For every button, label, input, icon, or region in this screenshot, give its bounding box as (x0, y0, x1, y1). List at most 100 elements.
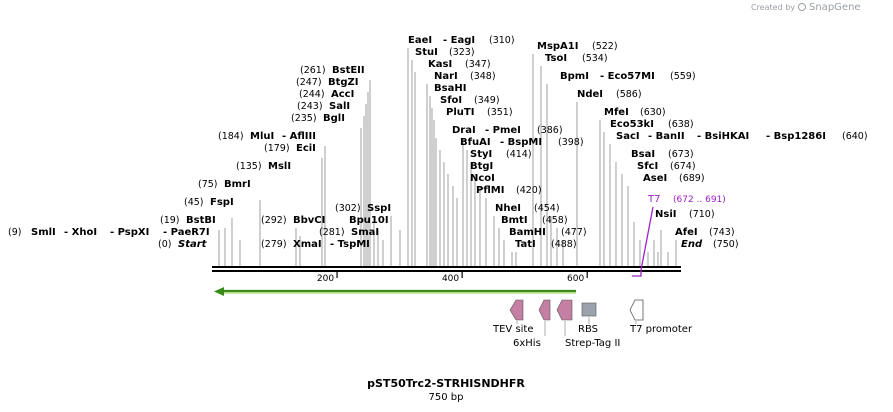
restriction-enzyme-label[interactable]: - BanII (648, 131, 685, 142)
restriction-enzyme-label[interactable]: BtgI (470, 161, 493, 172)
restriction-enzyme-label[interactable]: SfoI (440, 95, 462, 106)
restriction-enzyme-label[interactable]: BamHI (509, 227, 546, 238)
restriction-enzyme-label[interactable]: BstEII (332, 65, 365, 76)
cut-position-label: (586) (616, 89, 642, 100)
cut-position-label: (689) (679, 173, 705, 184)
restriction-enzyme-label[interactable]: NdeI (577, 89, 603, 100)
snapgene-logo-icon (798, 3, 806, 11)
cut-position-label: (302) (335, 203, 361, 214)
restriction-enzyme-label[interactable]: - XhoI (64, 227, 97, 238)
restriction-enzyme-label[interactable]: BglI (323, 113, 345, 124)
restriction-enzyme-label[interactable]: BmrI (224, 179, 251, 190)
restriction-enzyme-label[interactable]: - BspMI (500, 137, 542, 148)
restriction-enzyme-label[interactable]: SfcI (637, 161, 658, 172)
feature-label-tev-site: TEV site (492, 324, 534, 335)
restriction-enzyme-label[interactable]: NcoI (470, 173, 495, 184)
restriction-enzyme-label[interactable]: MluI (250, 131, 274, 142)
restriction-enzyme-label[interactable]: BbvCI (293, 215, 325, 226)
restriction-enzyme-label[interactable]: TsoI (545, 53, 567, 64)
restriction-enzyme-label[interactable]: BsaHI (434, 83, 466, 94)
t7-primer-marker[interactable] (632, 206, 654, 277)
restriction-enzyme-label[interactable]: FspI (210, 197, 234, 208)
cut-position-label: (559) (670, 71, 696, 82)
feature-t7-promoter[interactable] (629, 299, 644, 324)
restriction-enzyme-label[interactable]: BmtI (501, 215, 528, 226)
cut-position-label: (247) (296, 77, 322, 88)
restriction-enzyme-label[interactable]: MspA1I (537, 41, 578, 52)
restriction-enzyme-label[interactable]: End (681, 239, 703, 250)
cut-position-label: (750) (713, 239, 739, 250)
orf-arrow[interactable] (214, 287, 576, 296)
cut-position-label: (414) (506, 149, 532, 160)
restriction-enzyme-label[interactable]: SmlI (31, 227, 56, 238)
restriction-enzyme-label[interactable]: NarI (434, 71, 458, 82)
feature-label-rbs: RBS (578, 324, 598, 335)
feature-strep-tag-ii[interactable] (581, 302, 597, 324)
cut-position-label: (454) (534, 203, 560, 214)
cut-position-label: (522) (592, 41, 618, 52)
restriction-enzyme-label[interactable]: Start (178, 239, 208, 250)
restriction-enzyme-label[interactable]: SalI (329, 101, 350, 112)
plasmid-title: pST50Trc2-STRHISNDHFR (367, 377, 525, 390)
cut-position-label: (243) (297, 101, 323, 112)
restriction-enzyme-label[interactable]: BfuAI (460, 137, 491, 148)
feature-rbs[interactable] (556, 299, 573, 336)
cut-position-label: (347) (465, 59, 491, 70)
restriction-enzyme-label[interactable]: BstBI (186, 215, 216, 226)
cut-position-label: (348) (470, 71, 496, 82)
restriction-enzyme-label[interactable]: PflMI (476, 185, 504, 196)
restriction-enzyme-label[interactable]: - AflIII (282, 131, 316, 142)
restriction-enzyme-label[interactable]: - PmeI (485, 125, 521, 136)
feature-label-6xhis: 6xHis (513, 338, 541, 349)
restriction-enzyme-label[interactable]: AseI (643, 173, 667, 184)
axis-tick-label: 400 (442, 274, 459, 284)
restriction-enzyme-label[interactable]: Bpu10I (349, 215, 389, 226)
restriction-enzyme-label[interactable]: StuI (415, 47, 438, 58)
feature-6xhis[interactable] (538, 299, 551, 336)
restriction-enzyme-label[interactable]: BtgZI (328, 77, 359, 88)
cut-position-label: (261) (300, 65, 326, 76)
restriction-enzyme-label[interactable]: EaeI (408, 35, 432, 46)
restriction-enzyme-label[interactable]: SacI (616, 131, 640, 142)
cut-position-label: (398) (558, 137, 584, 148)
sequence-backbone[interactable] (212, 266, 681, 272)
axis-tick-label: 600 (567, 274, 584, 284)
restriction-enzyme-label[interactable]: KasI (428, 59, 452, 70)
restriction-enzyme-label[interactable]: Eco53kI (610, 119, 654, 130)
restriction-site-labels: (9)SmlI- XhoI- PspXI- PaeR7I(0)Start(19)… (8, 35, 868, 250)
feature-label-t7-promoter: T7 promoter (629, 324, 693, 335)
restriction-enzyme-label[interactable]: DraI (452, 125, 476, 136)
restriction-enzyme-label[interactable]: SspI (367, 203, 391, 214)
restriction-enzyme-label[interactable]: XmaI (293, 239, 322, 250)
restriction-enzyme-label[interactable]: PluTI (446, 107, 474, 118)
cut-position-label: (9) (8, 227, 21, 238)
restriction-enzyme-label[interactable]: - BsiHKAI (697, 131, 749, 142)
restriction-enzyme-label[interactable]: AccI (331, 89, 354, 100)
restriction-enzyme-label[interactable]: BpmI (560, 71, 589, 82)
brand-name: SnapGene (809, 2, 861, 13)
restriction-enzyme-label[interactable]: - Bsp1286I (766, 131, 826, 142)
restriction-enzyme-label[interactable]: - EagI (443, 35, 475, 46)
restriction-enzyme-label[interactable]: MfeI (604, 107, 629, 118)
feature-tev-site[interactable] (509, 299, 524, 324)
feature-label-strep-tag-ii: Strep-Tag II (565, 338, 620, 349)
t7-primer-name[interactable]: T7 (647, 194, 660, 205)
cut-position-label: (281) (319, 227, 345, 238)
restriction-enzyme-label[interactable]: SmaI (351, 227, 379, 238)
restriction-enzyme-label[interactable]: - TspMI (330, 239, 370, 250)
restriction-enzyme-label[interactable]: - PaeR7I (163, 227, 210, 238)
restriction-enzyme-label[interactable]: StyI (470, 149, 492, 160)
cut-position-label: (292) (261, 215, 287, 226)
restriction-enzyme-label[interactable]: TatI (515, 239, 536, 250)
restriction-enzyme-label[interactable]: AfeI (675, 227, 698, 238)
restriction-enzyme-label[interactable]: - Eco57MI (600, 71, 655, 82)
restriction-enzyme-label[interactable]: BsaI (631, 149, 655, 160)
restriction-enzyme-label[interactable]: NsiI (655, 209, 676, 220)
cut-position-label: (351) (487, 107, 513, 118)
restriction-enzyme-label[interactable]: MslI (268, 161, 291, 172)
restriction-enzyme-label[interactable]: NheI (495, 203, 521, 214)
cut-position-label: (235) (291, 113, 317, 124)
restriction-enzyme-label[interactable]: - PspXI (110, 227, 149, 238)
restriction-enzyme-label[interactable]: EciI (296, 143, 316, 154)
